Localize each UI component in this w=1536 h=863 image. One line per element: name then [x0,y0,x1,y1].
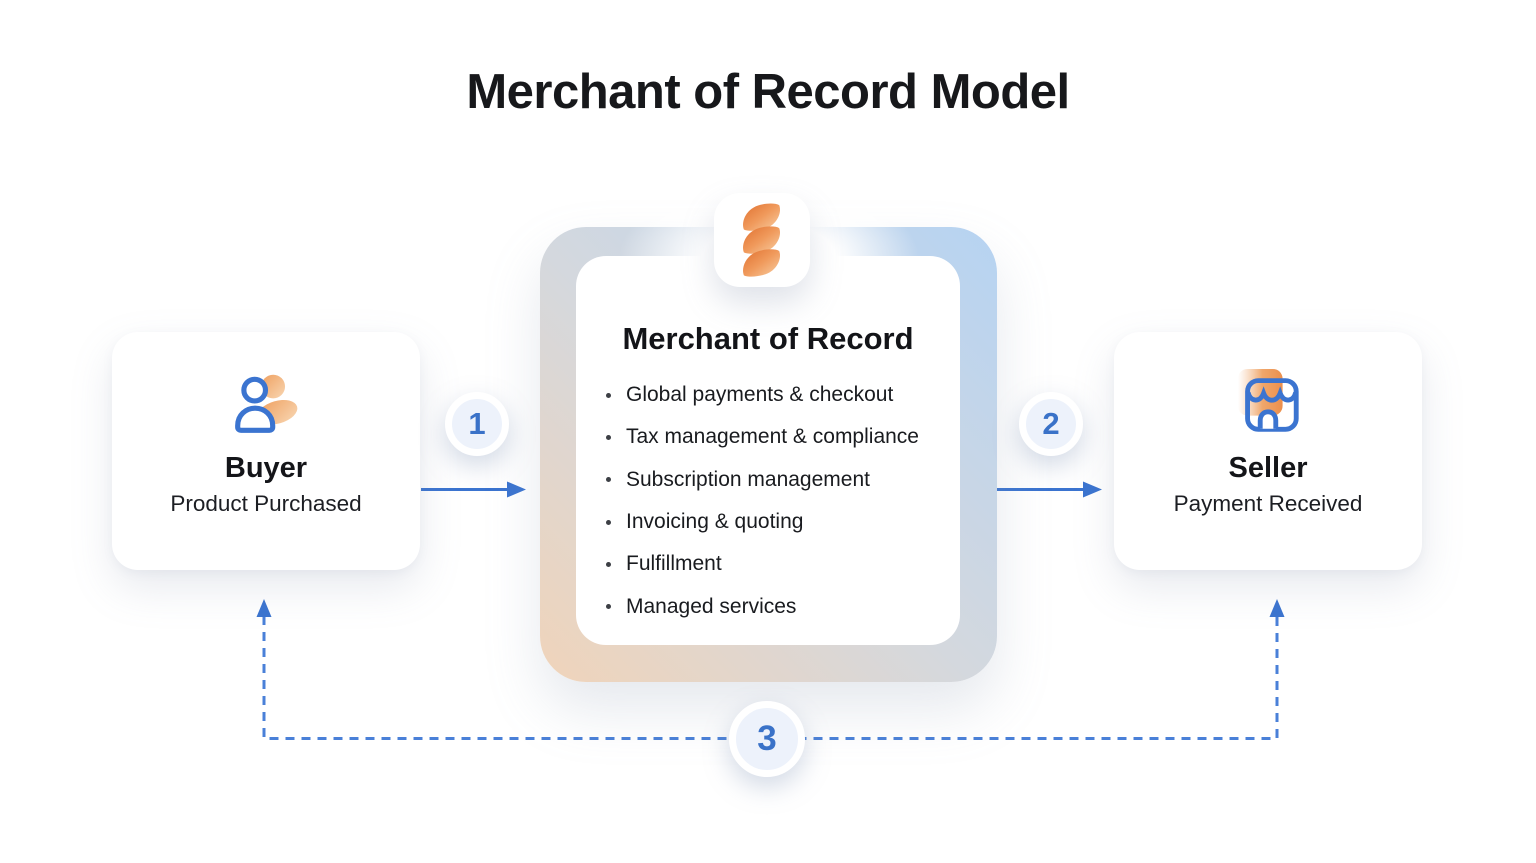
service-label: Subscription management [626,467,870,491]
arrow-buyer-to-merchant [421,481,526,498]
service-label: Fulfillment [626,552,722,576]
service-item: Managed services [606,585,960,627]
bullet-dot [606,519,611,525]
service-item: Global payments & checkout [606,374,960,416]
step-number: 1 [468,406,486,441]
merchant-card: Merchant of Record Global payments & che… [576,256,960,645]
step-number: 2 [1042,406,1060,441]
service-label: Managed services [626,594,797,618]
bullet-dot [606,561,611,567]
buyer-label: Buyer [224,452,308,484]
bullet-dot [606,434,611,440]
bullet-dot [606,392,611,398]
merchant-gradient-panel: Merchant of Record Global payments & che… [540,175,997,682]
arrow-merchant-to-seller [997,481,1102,498]
service-label: Tax management & compliance [626,425,919,449]
services-list: Global payments & checkout Tax managemen… [576,374,960,628]
step-circle-2: 2 [1019,392,1083,456]
service-item: Invoicing & quoting [606,501,960,543]
service-item: Fulfillment [606,543,960,585]
buyer-sublabel: Product Purchased [170,491,362,516]
step-circle-1: 1 [445,392,509,456]
service-item: Subscription management [606,459,960,501]
bullet-dot [606,604,611,610]
service-label: Invoicing & quoting [626,510,804,534]
seller-label: Seller [1228,452,1308,484]
step-number: 3 [757,719,777,758]
step-circle-3: 3 [729,701,805,777]
bullet-dot [606,477,611,483]
merchant-logo-badge [714,193,810,287]
storefront-icon [1232,368,1304,438]
buyer-card: Buyer Product Purchased [112,332,420,570]
merchant-heading: Merchant of Record [622,321,914,356]
seller-card: Seller Payment Received [1114,332,1422,570]
service-label: Global payments & checkout [626,383,894,407]
seller-sublabel: Payment Received [1173,491,1363,516]
service-item: Tax management & compliance [606,416,960,458]
twist-logo-icon [743,203,781,277]
person-icon [231,368,301,438]
page-title: Merchant of Record Model [466,65,1070,119]
